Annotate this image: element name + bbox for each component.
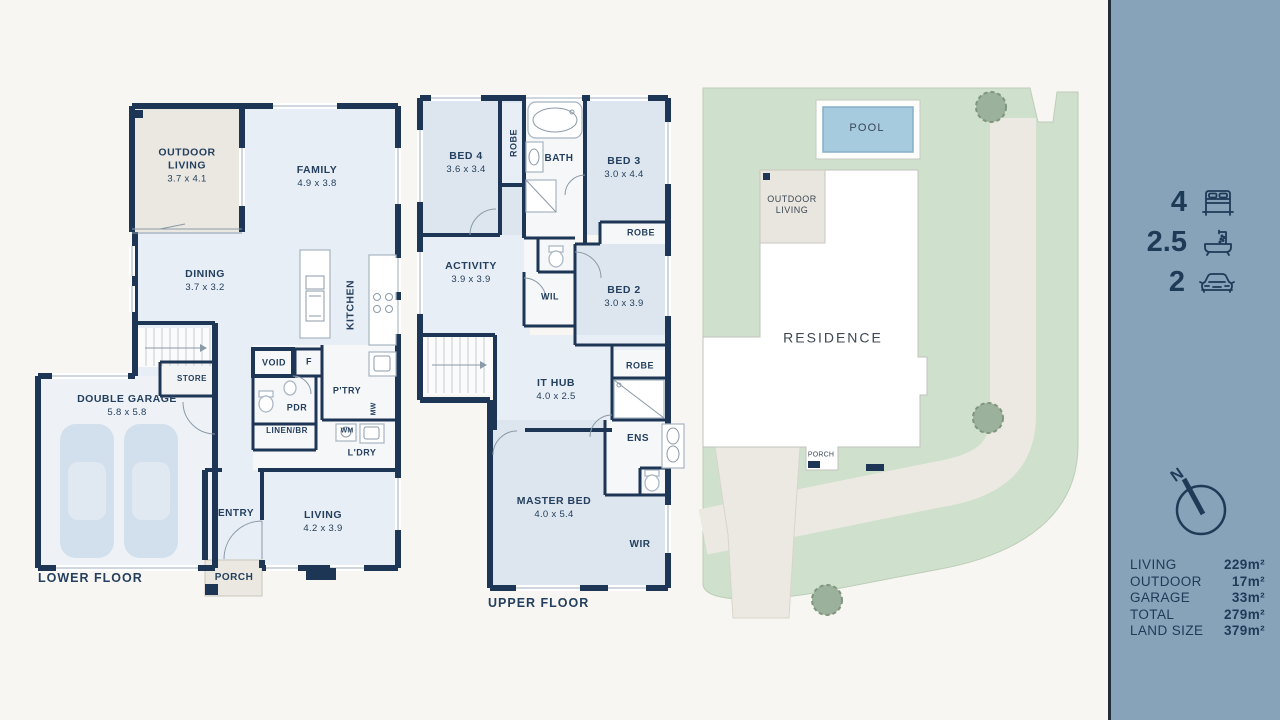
bath-icon xyxy=(1204,229,1232,256)
lower-windows xyxy=(52,103,401,595)
room-label-pantry: P'TRY xyxy=(332,385,362,396)
site-porch-step xyxy=(808,461,820,468)
site-residence xyxy=(702,169,928,471)
bathrooms-count: 2.5 xyxy=(1146,225,1187,258)
bath-fixtures xyxy=(525,101,583,268)
room-label-wm: WM xyxy=(340,427,354,435)
room-label-laundry: L'DRY xyxy=(347,447,377,458)
car-icon xyxy=(1199,273,1235,293)
room-label-porch: PORCH xyxy=(214,571,254,583)
cars-count: 2 xyxy=(1168,265,1185,298)
kitchen-bench xyxy=(368,254,397,346)
lower-doors xyxy=(182,375,312,560)
site-label-porch: PORCH xyxy=(807,451,835,459)
kitchen-island xyxy=(299,249,331,339)
bedrooms-row: 4 xyxy=(1111,182,1280,222)
room-label-linen: LINEN/BR xyxy=(266,426,308,435)
site-trees xyxy=(811,91,1007,616)
bedrooms-count: 4 xyxy=(1170,185,1187,218)
site-footpath xyxy=(698,118,1036,555)
site-label-outdoor-living: OUTDOOR LIVING xyxy=(767,193,817,215)
site-label-residence: RESIDENCE xyxy=(783,329,883,346)
lower-stairs xyxy=(145,328,211,366)
room-label-kitchen: KITCHEN xyxy=(344,279,357,331)
room-label-robe4: ROBE xyxy=(508,128,519,158)
upper-windows xyxy=(417,95,671,591)
cars-row: 2 xyxy=(1111,262,1280,302)
room-label-fridge: F xyxy=(306,356,312,367)
room-label-microwave: MW xyxy=(370,402,378,416)
laundry-fixtures xyxy=(335,423,385,444)
room-label-ens: ENS xyxy=(626,432,650,444)
lower-floor-plan xyxy=(35,103,401,597)
ensuite-fixtures xyxy=(613,379,685,492)
room-label-store: STORE xyxy=(177,374,207,383)
room-label-void: VOID xyxy=(261,357,287,368)
room-label-bath: BATH xyxy=(544,152,574,164)
garage-cars xyxy=(60,424,178,558)
site-pool xyxy=(815,99,921,160)
summary-sidebar: 4 2.5 2 xyxy=(1108,0,1280,720)
site-outdoor-living xyxy=(759,169,826,244)
bathrooms-row: 2.5 xyxy=(1111,222,1280,262)
upper-doors xyxy=(469,174,613,456)
upper-floor-label: UPPER FLOOR xyxy=(488,596,590,610)
upper-floor-plan xyxy=(417,95,685,591)
bed-icon xyxy=(1202,190,1234,216)
room-label-entry: ENTRY xyxy=(217,507,255,519)
room-label-robe-master: ROBE xyxy=(625,360,655,371)
site-label-pool: POOL xyxy=(849,122,885,135)
powder-fixtures xyxy=(258,380,297,413)
room-label-wir: WIR xyxy=(629,538,651,550)
lower-floor-label: LOWER FLOOR xyxy=(38,571,143,585)
site-plan xyxy=(698,87,1079,619)
room-label-robe3: ROBE xyxy=(626,227,656,238)
upper-stairs xyxy=(427,337,487,393)
compass: N xyxy=(1168,465,1227,536)
pantry-sink xyxy=(368,351,397,377)
room-label-powder: PDR xyxy=(286,402,308,413)
property-stats: 4 2.5 2 xyxy=(1111,182,1280,302)
room-label-wil: WIL xyxy=(541,291,559,302)
site-door-mark xyxy=(866,464,884,471)
